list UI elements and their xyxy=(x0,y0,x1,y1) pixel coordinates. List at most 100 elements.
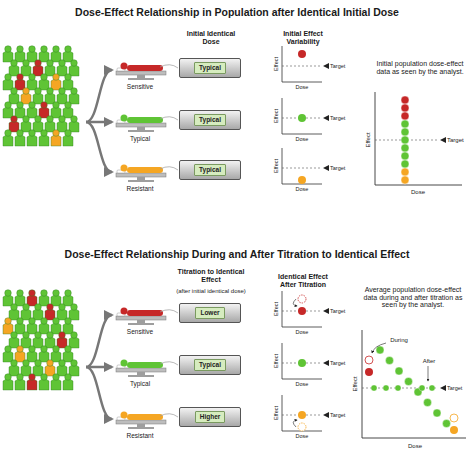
person-icon xyxy=(3,346,13,362)
person-icon xyxy=(39,130,49,146)
person-icon xyxy=(15,374,25,390)
patient-bed xyxy=(116,360,178,378)
axis-label: Effect xyxy=(273,354,279,368)
person-icon xyxy=(57,304,67,320)
infusion-pump: Typical xyxy=(179,110,241,130)
branch-arrow xyxy=(86,122,112,172)
branch-arrow xyxy=(86,315,112,367)
small-chart xyxy=(282,98,322,134)
person-icon xyxy=(63,346,73,362)
infusion-pump: Higher xyxy=(179,407,241,427)
person-icon xyxy=(63,74,73,90)
person-icon xyxy=(3,102,13,118)
person-icon xyxy=(27,46,37,62)
person-icon xyxy=(51,374,61,390)
patient-bed xyxy=(116,308,178,326)
crowd-figure xyxy=(3,46,79,146)
person-icon xyxy=(9,60,19,76)
person-icon xyxy=(33,332,43,348)
pump-display: Typical xyxy=(194,114,226,125)
axis-label: Dose xyxy=(296,433,309,439)
patient-bed xyxy=(116,63,178,81)
person-icon xyxy=(57,116,67,132)
person-icon xyxy=(27,130,37,146)
target-pointer xyxy=(323,360,329,366)
column-note: (after initial identical dose) xyxy=(176,288,246,295)
person-icon xyxy=(63,130,73,146)
small-chart xyxy=(282,46,322,82)
axis-label: Dose xyxy=(296,329,309,335)
person-icon xyxy=(15,318,25,334)
person-icon xyxy=(39,102,49,118)
person-icon xyxy=(51,102,61,118)
person-icon xyxy=(45,360,55,376)
pump-display: Typical xyxy=(194,62,226,73)
person-icon xyxy=(33,60,43,76)
person-icon xyxy=(33,360,43,376)
target-label: Target xyxy=(330,115,345,121)
axis-label: Effect xyxy=(273,159,279,173)
person-icon xyxy=(21,60,31,76)
infusion-pump: Typical xyxy=(179,160,241,180)
infusion-pump: Lower xyxy=(179,303,241,323)
person-icon xyxy=(45,332,55,348)
target-pointer xyxy=(323,412,329,418)
axis-label: Effect xyxy=(273,109,279,123)
person-icon xyxy=(9,360,19,376)
person-icon xyxy=(63,318,73,334)
person-icon xyxy=(45,116,55,132)
person-icon xyxy=(15,130,25,146)
person-icon xyxy=(21,332,31,348)
axis-label: Dose xyxy=(408,443,422,450)
analyst-chart xyxy=(362,330,466,438)
column-header: Identical Effect After Titration xyxy=(274,273,332,288)
person-icon xyxy=(9,332,19,348)
person-icon xyxy=(33,88,43,104)
chart-caption: Initial population dose-effect data as s… xyxy=(370,60,470,75)
axis-label: Effect xyxy=(273,302,279,316)
person-icon xyxy=(15,74,25,90)
target-pointer xyxy=(440,385,446,391)
person-icon xyxy=(3,290,13,306)
axis-label: Dose xyxy=(411,189,425,196)
person-icon xyxy=(51,290,61,306)
person-icon xyxy=(63,290,73,306)
person-icon xyxy=(63,102,73,118)
person-icon xyxy=(27,318,37,334)
person-icon xyxy=(39,74,49,90)
person-icon xyxy=(27,102,37,118)
small-chart xyxy=(282,395,322,431)
person-icon xyxy=(69,60,79,76)
phase-label: After xyxy=(423,358,436,365)
person-icon xyxy=(69,88,79,104)
pump-display: Lower xyxy=(195,307,224,318)
column-header: Initial Effect Variability xyxy=(277,30,329,45)
axis-label: Dose xyxy=(296,381,309,387)
person-icon xyxy=(39,46,49,62)
person-icon xyxy=(33,304,43,320)
crowd-figure xyxy=(3,290,79,390)
person-icon xyxy=(15,102,25,118)
target-pointer xyxy=(440,137,446,143)
person-icon xyxy=(15,290,25,306)
patient-bed xyxy=(116,165,178,183)
chart-caption: Average population dose-effect data duri… xyxy=(357,286,469,309)
person-icon xyxy=(39,318,49,334)
patient-bed xyxy=(116,115,178,133)
person-icon xyxy=(39,290,49,306)
person-icon xyxy=(27,74,37,90)
target-label: Target xyxy=(447,137,464,144)
person-icon xyxy=(57,332,67,348)
person-icon xyxy=(21,304,31,320)
axis-label: Effect xyxy=(273,57,279,71)
target-label: Target xyxy=(330,360,345,366)
column-header: Initial Identical Dose xyxy=(180,30,242,45)
target-pointer xyxy=(323,308,329,314)
patient-label: Typical xyxy=(130,380,150,387)
person-icon xyxy=(69,332,79,348)
person-icon xyxy=(27,290,37,306)
patient-label: Sensitive xyxy=(127,328,153,335)
patient-label: Sensitive xyxy=(127,83,153,90)
person-icon xyxy=(57,360,67,376)
target-pointer xyxy=(323,115,329,121)
